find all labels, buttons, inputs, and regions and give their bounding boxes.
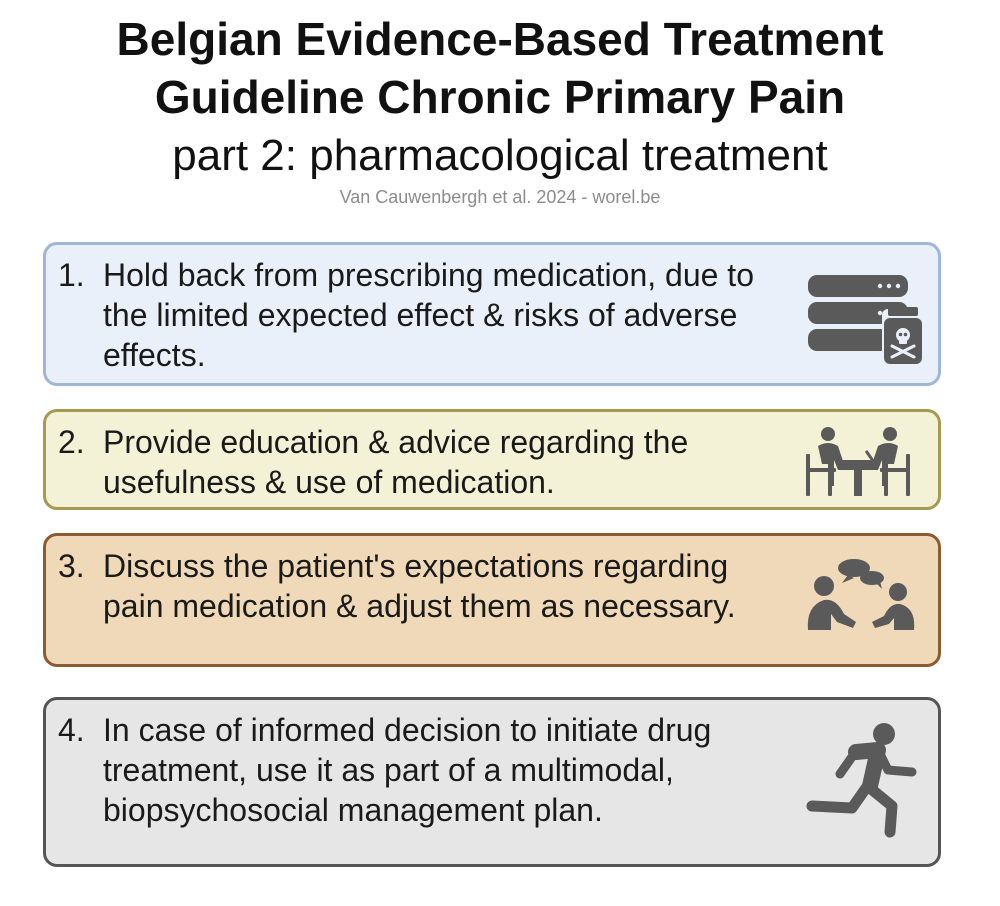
- running-person-icon: [804, 722, 920, 840]
- recommendation-card-4: 4. In case of informed decision to initi…: [43, 697, 941, 867]
- recommendation-card-1: 1. Hold back from prescribing medication…: [43, 242, 941, 386]
- recommendation-number: 2.: [58, 424, 85, 460]
- recommendation-number: 3.: [58, 548, 85, 584]
- conversation-icon: [802, 558, 920, 632]
- recommendation-text: Hold back from prescribing medication, d…: [103, 257, 754, 373]
- header: Belgian Evidence-Based Treatment Guideli…: [0, 10, 1000, 208]
- recommendation-number: 4.: [58, 712, 85, 748]
- subtitle: part 2: pharmacological treatment: [172, 131, 828, 180]
- title-line-1: Belgian Evidence-Based Treatment: [116, 13, 884, 65]
- recommendation-text: In case of informed decision to initiate…: [103, 712, 712, 828]
- consultation-table-icon: [802, 424, 914, 498]
- database-poison-icon: [804, 271, 926, 367]
- title-line-2: Guideline Chronic Primary Pain: [154, 71, 846, 123]
- recommendation-text: Provide education & advice regarding the…: [103, 424, 689, 500]
- recommendation-card-3: 3. Discuss the patient's expectations re…: [43, 533, 941, 667]
- recommendation-text: Discuss the patient's expectations regar…: [103, 548, 736, 624]
- source-citation: Van Cauwenbergh et al. 2024 - worel.be: [339, 187, 661, 207]
- recommendation-number: 1.: [58, 257, 85, 293]
- recommendation-card-2: 2. Provide education & advice regarding …: [43, 409, 941, 510]
